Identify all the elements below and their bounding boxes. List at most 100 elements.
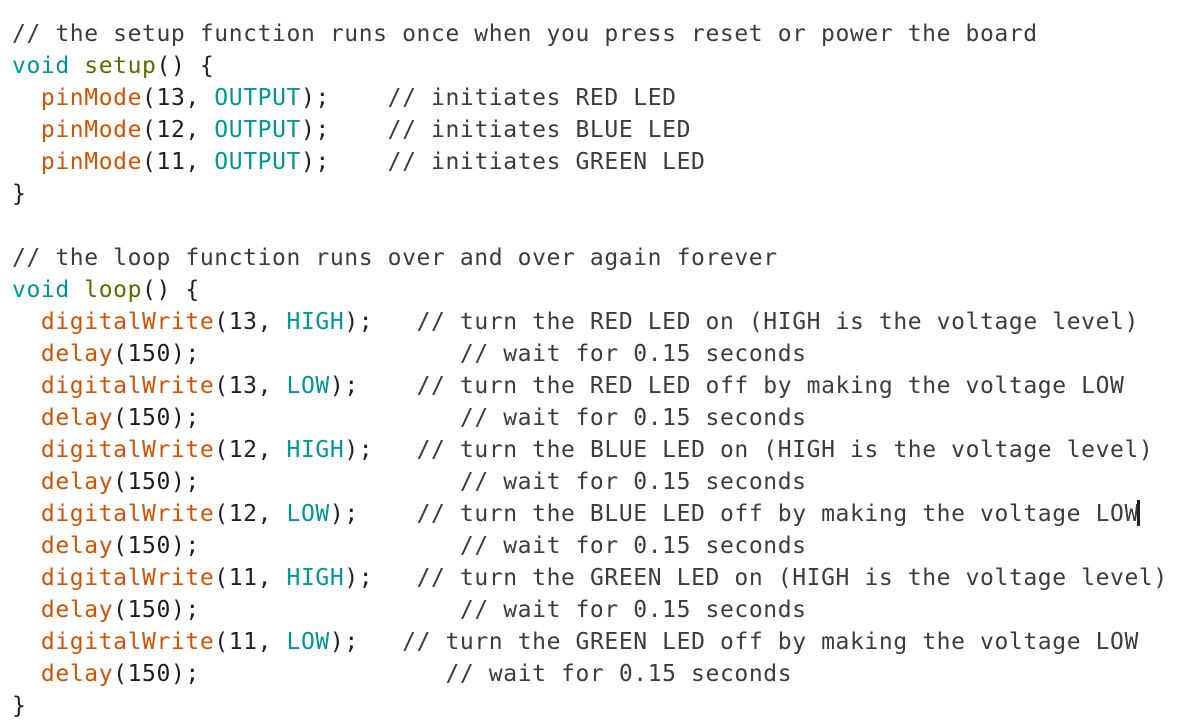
code-text bbox=[12, 437, 41, 463]
code-text: (12, bbox=[142, 117, 215, 143]
code-function-call: delay bbox=[40, 597, 114, 623]
code-line[interactable]: digitalWrite(13, LOW); // turn the RED L… bbox=[12, 370, 1172, 402]
code-text bbox=[12, 565, 41, 591]
code-text bbox=[12, 85, 41, 111]
code-line[interactable]: pinMode(13, OUTPUT); // initiates RED LE… bbox=[12, 82, 1172, 114]
code-comment: // turn the GREEN LED on (HIGH is the vo… bbox=[416, 565, 1168, 591]
code-editor[interactable]: // the setup function runs once when you… bbox=[12, 18, 1172, 719]
code-line[interactable]: delay(150); // wait for 0.15 seconds bbox=[12, 530, 1172, 562]
code-comment: // the setup function runs once when you… bbox=[12, 21, 1038, 47]
code-constant: OUTPUT bbox=[214, 149, 301, 175]
code-text: (150); bbox=[113, 533, 460, 559]
code-text: (13, bbox=[214, 309, 287, 335]
code-text: ); bbox=[300, 117, 388, 143]
code-text bbox=[12, 405, 41, 431]
code-function-name: setup bbox=[84, 53, 157, 79]
code-text: (150); bbox=[113, 597, 460, 623]
code-line[interactable]: digitalWrite(11, HIGH); // turn the GREE… bbox=[12, 562, 1172, 594]
code-constant: HIGH bbox=[286, 309, 345, 335]
code-comment: // wait for 0.15 seconds bbox=[445, 661, 793, 687]
code-text: (13, bbox=[142, 85, 215, 111]
code-comment: // initiates BLUE LED bbox=[387, 117, 692, 143]
code-line[interactable]: digitalWrite(12, LOW); // turn the BLUE … bbox=[12, 498, 1172, 530]
code-text bbox=[12, 661, 41, 687]
code-text: ); bbox=[329, 501, 417, 527]
code-line[interactable]: digitalWrite(13, HIGH); // turn the RED … bbox=[12, 306, 1172, 338]
code-line[interactable]: pinMode(12, OUTPUT); // initiates BLUE L… bbox=[12, 114, 1172, 146]
code-text: ); bbox=[344, 565, 417, 591]
code-text bbox=[70, 277, 84, 303]
code-function-call: digitalWrite bbox=[40, 565, 215, 591]
code-text: ); bbox=[300, 85, 388, 111]
code-function-call: digitalWrite bbox=[40, 629, 215, 655]
code-text bbox=[12, 501, 41, 527]
code-function-call: delay bbox=[40, 469, 114, 495]
code-text bbox=[12, 629, 41, 655]
code-text bbox=[12, 597, 41, 623]
code-function-call: delay bbox=[40, 533, 114, 559]
code-function-call: digitalWrite bbox=[40, 309, 215, 335]
code-text: (150); bbox=[113, 405, 460, 431]
code-line[interactable]: } bbox=[12, 178, 1172, 210]
code-text bbox=[12, 149, 41, 175]
code-comment: // turn the BLUE LED off by making the v… bbox=[416, 501, 1139, 527]
code-function-call: pinMode bbox=[40, 149, 143, 175]
code-text: (11, bbox=[214, 629, 287, 655]
code-text bbox=[12, 373, 41, 399]
code-comment: // initiates RED LED bbox=[387, 85, 677, 111]
code-comment: // turn the GREEN LED off by making the … bbox=[402, 629, 1139, 655]
code-comment: // turn the RED LED on (HIGH is the volt… bbox=[416, 309, 1139, 335]
code-function-name: loop bbox=[84, 277, 143, 303]
text-cursor bbox=[1136, 500, 1140, 526]
code-text: (12, bbox=[214, 437, 287, 463]
code-comment: // wait for 0.15 seconds bbox=[459, 469, 807, 495]
code-text bbox=[70, 53, 84, 79]
code-function-call: delay bbox=[40, 405, 114, 431]
code-text bbox=[12, 469, 41, 495]
code-line[interactable] bbox=[12, 210, 1172, 242]
code-comment: // wait for 0.15 seconds bbox=[459, 533, 807, 559]
code-comment: // the loop function runs over and over … bbox=[12, 245, 778, 271]
code-line[interactable]: delay(150); // wait for 0.15 seconds bbox=[12, 658, 1172, 690]
code-line[interactable]: pinMode(11, OUTPUT); // initiates GREEN … bbox=[12, 146, 1172, 178]
code-function-call: pinMode bbox=[40, 85, 143, 111]
code-line[interactable]: digitalWrite(12, HIGH); // turn the BLUE… bbox=[12, 434, 1172, 466]
code-text: (150); bbox=[113, 341, 460, 367]
code-text: (11, bbox=[214, 565, 287, 591]
code-function-call: digitalWrite bbox=[40, 501, 215, 527]
code-constant: OUTPUT bbox=[214, 117, 301, 143]
code-text: (150); bbox=[113, 661, 446, 687]
code-text: (13, bbox=[214, 373, 287, 399]
code-constant: HIGH bbox=[286, 565, 345, 591]
code-constant: LOW bbox=[286, 501, 330, 527]
code-text bbox=[12, 309, 41, 335]
code-constant: HIGH bbox=[286, 437, 345, 463]
code-text: } bbox=[12, 693, 27, 719]
code-text: } bbox=[12, 181, 27, 207]
code-comment: // wait for 0.15 seconds bbox=[459, 341, 807, 367]
code-text: ); bbox=[329, 629, 403, 655]
code-comment: // wait for 0.15 seconds bbox=[459, 405, 807, 431]
code-line[interactable]: delay(150); // wait for 0.15 seconds bbox=[12, 466, 1172, 498]
code-keyword: void bbox=[12, 277, 70, 303]
code-text bbox=[12, 533, 41, 559]
code-text: () { bbox=[156, 53, 215, 79]
code-line[interactable]: delay(150); // wait for 0.15 seconds bbox=[12, 402, 1172, 434]
code-line[interactable]: void setup() { bbox=[12, 50, 1172, 82]
code-comment: // turn the BLUE LED on (HIGH is the vol… bbox=[416, 437, 1154, 463]
code-text bbox=[12, 341, 41, 367]
code-text: ); bbox=[344, 309, 417, 335]
code-line[interactable]: // the loop function runs over and over … bbox=[12, 242, 1172, 274]
code-comment: // turn the RED LED off by making the vo… bbox=[416, 373, 1125, 399]
code-constant: OUTPUT bbox=[214, 85, 301, 111]
code-line[interactable]: void loop() { bbox=[12, 274, 1172, 306]
code-function-call: pinMode bbox=[40, 117, 143, 143]
code-line[interactable]: // the setup function runs once when you… bbox=[12, 18, 1172, 50]
code-line[interactable]: delay(150); // wait for 0.15 seconds bbox=[12, 594, 1172, 626]
code-line[interactable]: } bbox=[12, 690, 1172, 722]
code-line[interactable]: digitalWrite(11, LOW); // turn the GREEN… bbox=[12, 626, 1172, 658]
code-keyword: void bbox=[12, 53, 70, 79]
code-constant: LOW bbox=[286, 373, 330, 399]
code-line[interactable]: delay(150); // wait for 0.15 seconds bbox=[12, 338, 1172, 370]
code-text: (12, bbox=[214, 501, 287, 527]
